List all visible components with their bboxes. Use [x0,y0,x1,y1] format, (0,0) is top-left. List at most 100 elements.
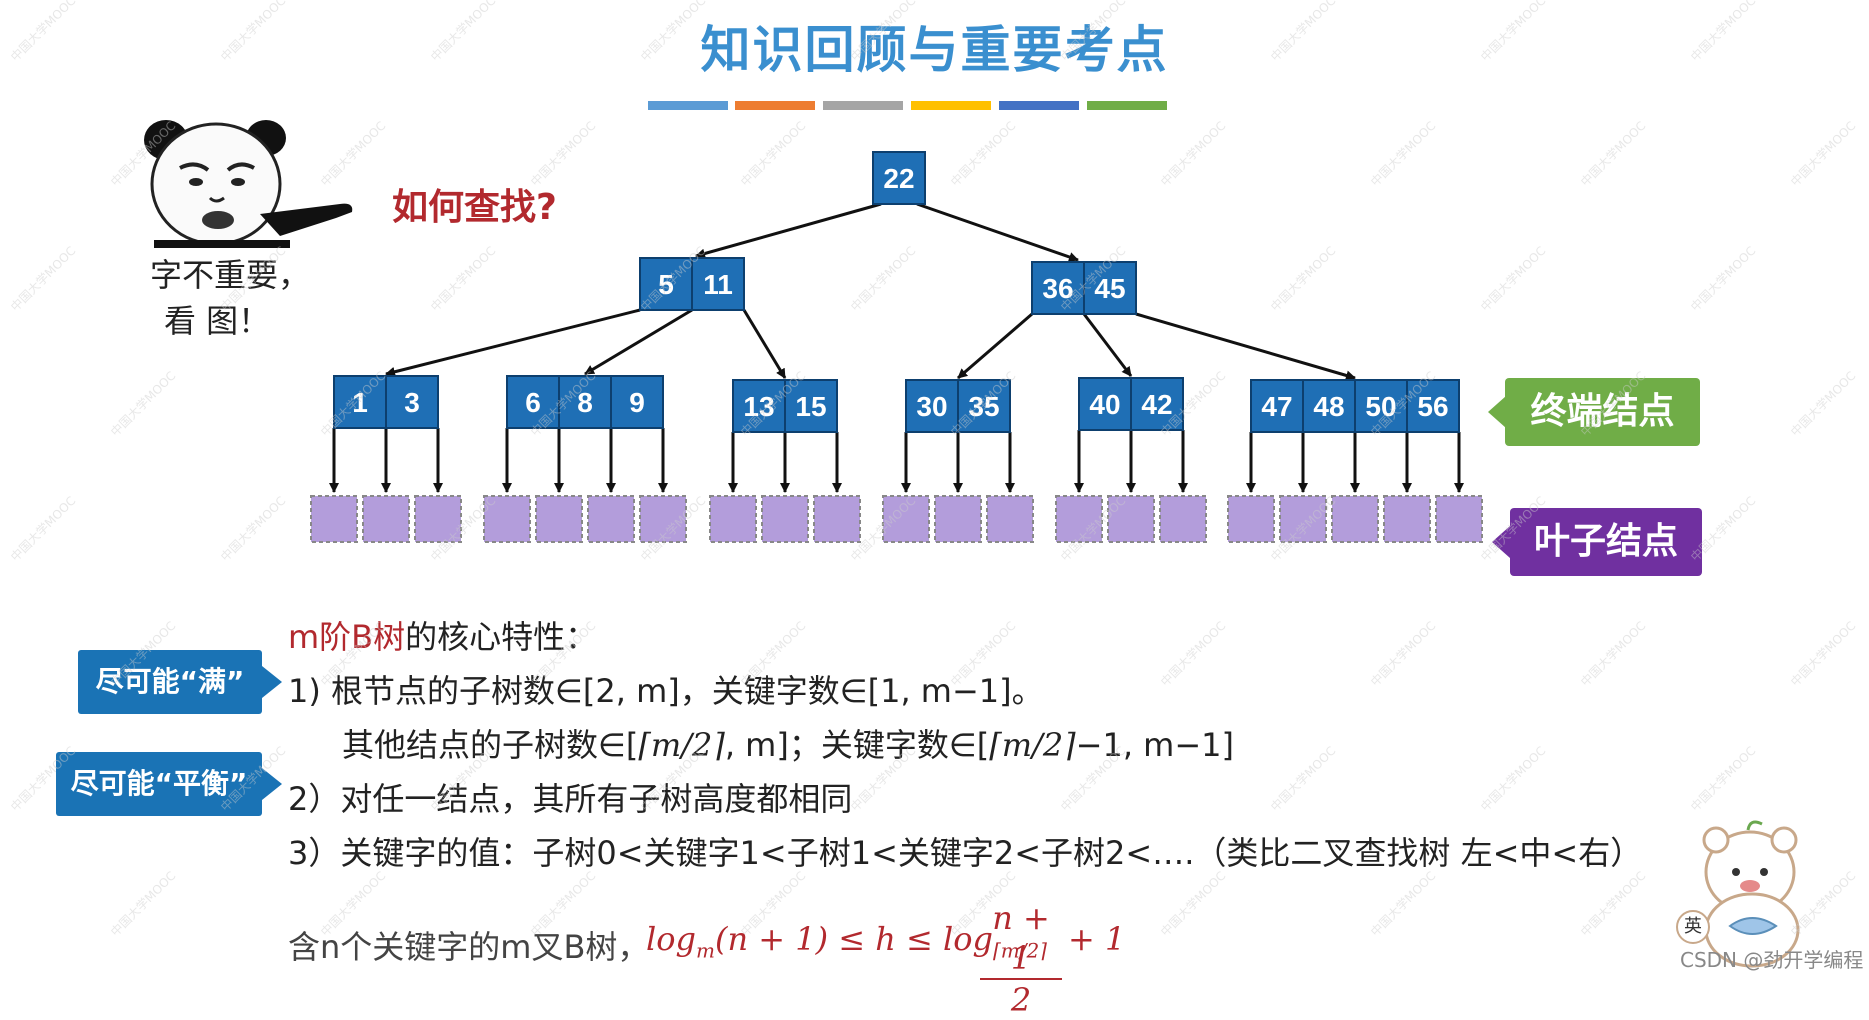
callout-balance-pointer [262,768,282,800]
panda-meme-image [144,120,353,248]
tree-node-level2-key: 11 [703,269,733,300]
tree-node-level3-key: 8 [577,387,593,418]
leaf-node [1383,495,1431,543]
leaf-node [1159,495,1207,543]
tree-edge [1135,312,1356,381]
tree-node-level2-key: 36 [1042,273,1073,304]
tree-node-level3-cell [610,375,664,429]
leaf-node [882,495,930,543]
tree-edge [1082,313,1133,377]
tree-node-level3-key: 56 [1417,391,1448,422]
property-3: 3）关键字的值：子树0<关键字1<子树1<关键字2<子树2<….（类比二叉查找树… [288,834,1643,872]
tree-node-level3-cell [385,375,439,429]
formula-tail: + 1 [1068,920,1126,958]
meme-note-line1: 字不重要， [150,256,311,294]
watermark-text: 中国大学MOOC [1267,743,1339,815]
formula-log-left: log [646,920,696,958]
property-1-line2-a: 其他结点的子树数∈[ [342,726,639,764]
formula-expression: logm(n + 1) ≤ h ≤ log⌈m/2⌉ [646,920,1047,962]
tree-node-level3-cell [506,375,560,429]
tree-node-level2-cell [1083,261,1137,315]
tree-node-level3-key: 42 [1141,389,1172,420]
leaf-node [986,495,1034,543]
watermark-text: 中国大学MOOC [1577,618,1649,690]
page-title: 知识回顾与重要考点 [700,21,1169,79]
tree-edge [957,312,1033,380]
leaf-node [310,495,358,543]
tree-edge [742,309,787,379]
callout-full-pointer [262,666,282,698]
meme-question: 如何查找? [392,187,557,228]
tree-node-root: 22 [872,151,926,205]
tree-node-level3-cell [905,379,959,433]
tree-node-level2-cell [691,257,745,311]
tree-node-root-cell [872,151,926,205]
leaf-node [1331,495,1379,543]
tree-node-level3-cell [1302,379,1356,433]
watermark-text: 中国大学MOOC [1367,618,1439,690]
title-underline-bar-2 [735,101,815,110]
terminal-node-tag: 终端结点 [1505,378,1700,446]
tree-edge [385,308,641,377]
tree-node-level2-cell [1031,261,1085,315]
btree-term: m阶B树 [288,618,406,656]
title-underline-bar-5 [999,101,1079,110]
formula-middle: (n + 1) ≤ h ≤ log [714,920,993,958]
tree-node-level3-key: 50 [1365,391,1396,422]
tree-node-level3-key: 40 [1089,389,1120,420]
leaf-node [1107,495,1155,543]
property-1-line2-c: −1, m−1] [1075,726,1234,764]
tree-node-level2: 36 45 [1031,261,1137,315]
ceil-m-half-1: ⌈m/2⌉ [638,726,725,764]
leaf-node [813,495,861,543]
tree-node-level3-key: 9 [629,387,645,418]
leaf-node [639,495,687,543]
formula-numerator: n + 1 [980,898,1062,980]
property-1-line2-b: , m]；关键字数∈[ [724,726,990,764]
ceil-m-half-2: ⌈m/2⌉ [989,726,1076,764]
watermark-text: 中国大学MOOC [1157,868,1229,940]
title-underline-bar-3 [823,101,903,110]
formula-prefix: 含n个关键字的m叉B树， [288,928,650,966]
watermark-text: 中国大学MOOC [1367,868,1439,940]
tree-node-level3-key: 35 [968,391,999,422]
tree-node-level3-cell [1354,379,1408,433]
title-underline-bar-1 [648,101,728,110]
tree-node-level2: 5 11 [639,257,745,311]
property-2: 2）对任一结点，其所有子树高度都相同 [288,780,853,818]
formula-log-left-base: m [695,938,715,963]
tree-node-level2-key: 5 [658,269,674,300]
height-formula: 含n个关键字的m叉B树， [288,922,649,968]
csdn-credit: CSDN @劲开学编程 [1680,948,1864,972]
bear-sticker-image [1702,820,1800,968]
tree-node-level3-key: 48 [1313,391,1344,422]
tree-node-level3-cell [1130,377,1184,431]
tree-node-level3: 30 35 [905,379,1011,433]
tree-node-level3-cell [784,379,838,433]
tree-edges [329,202,1464,493]
leaf-node [483,495,531,543]
watermark-text: 中国大学MOOC [1577,868,1649,940]
tree-node-level3-key: 6 [525,387,541,418]
leaf-node [1227,495,1275,543]
leaf-tag-pointer [1492,526,1510,558]
tree-node-level3-key: 30 [916,391,947,422]
title-underline-bar-4 [911,101,991,110]
leaf-node [709,495,757,543]
formula-denominator: 2 [1010,981,1032,1019]
watermark-text: 中国大学MOOC [1687,743,1759,815]
tree-node-level2-key: 45 [1094,273,1125,304]
watermark-text: 中国大学MOOC [1787,618,1859,690]
watermark-badge: 英 [1676,910,1710,944]
title-underline-bar-6 [1087,101,1167,110]
properties-heading: m阶B树的核心特性： [288,612,597,658]
leaf-node [761,495,809,543]
leaf-node [1435,495,1483,543]
tree-node-level3-cell [1406,379,1460,433]
leaf-node-tag: 叶子结点 [1510,508,1702,576]
